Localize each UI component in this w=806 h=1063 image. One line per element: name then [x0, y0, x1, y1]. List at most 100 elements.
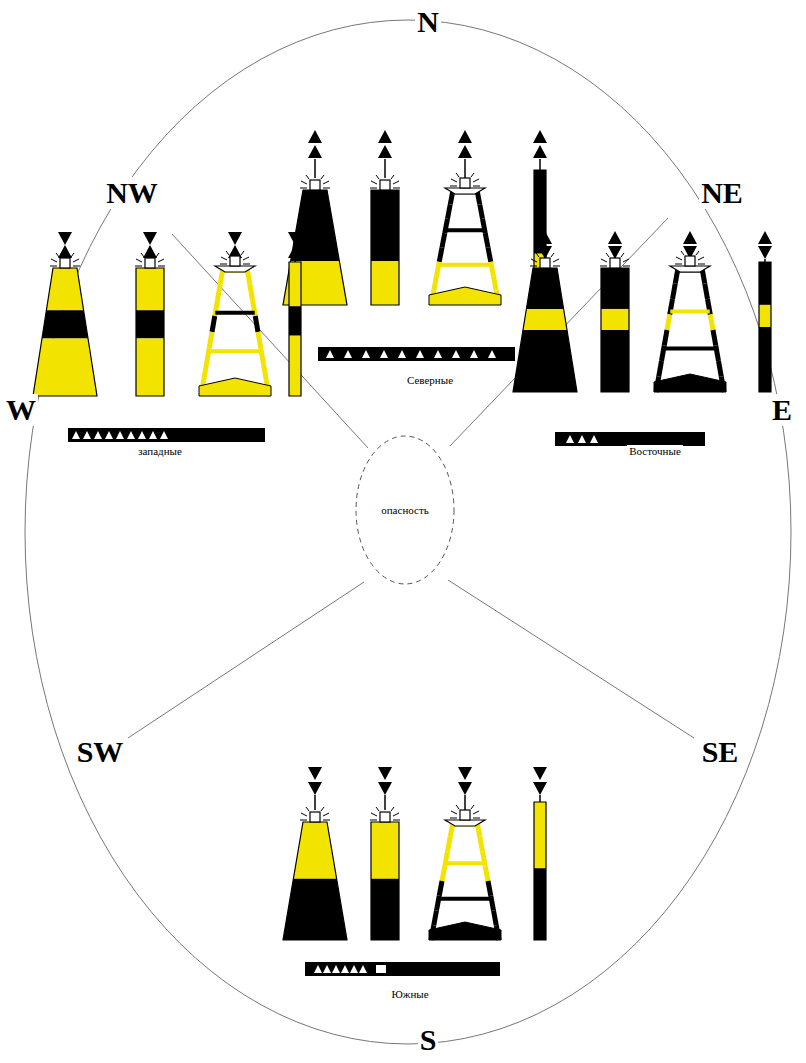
tower-leg: [439, 881, 442, 896]
flash-mark: [116, 431, 124, 439]
pillar-buoy-outline: [136, 268, 164, 396]
tower-leg: [488, 881, 491, 896]
light-ray: [73, 266, 80, 267]
tower-leg: [480, 204, 483, 218]
tower-base: [199, 378, 271, 396]
tower-leg: [209, 332, 212, 348]
pillar-buoy-band: [136, 268, 164, 310]
topmark-pole: [314, 159, 316, 178]
flash-mark: [416, 350, 424, 358]
tower-leg: [494, 911, 497, 926]
tower-leg: [667, 315, 670, 331]
tower-leg: [218, 284, 221, 300]
flash-mark: [566, 435, 574, 443]
lantern: [460, 178, 470, 188]
lantern: [145, 258, 155, 268]
cone-buoy-outline: [33, 268, 97, 396]
topmark-cone: [538, 231, 552, 244]
tower-leg: [485, 866, 488, 881]
tower-leg: [480, 837, 483, 852]
light-ray: [456, 173, 459, 177]
compass-ellipse: [25, 20, 791, 1044]
flash-mark: [105, 431, 113, 439]
light-ray: [221, 257, 227, 260]
flash-mark: [94, 431, 102, 439]
light-ray: [158, 266, 165, 267]
light-ray: [226, 251, 229, 255]
light-ray: [553, 266, 560, 267]
tower-leg: [719, 361, 722, 377]
sector-line: [448, 580, 694, 738]
light-ray: [370, 188, 377, 189]
tower-bar: [670, 309, 709, 313]
tower-leg: [212, 316, 215, 332]
topmark-cone: [533, 130, 547, 143]
pillar-buoy-outline: [601, 268, 629, 392]
tower-leg: [434, 911, 437, 926]
spar-buoy-band: [759, 262, 771, 305]
topmark-cone: [758, 231, 772, 244]
light-ray: [370, 820, 377, 821]
light-ray: [376, 175, 379, 179]
light-ray: [551, 253, 554, 257]
light-ray: [601, 259, 607, 262]
pillar-buoy-band: [601, 330, 629, 392]
cone-buoy-band: [42, 310, 88, 338]
light-ray: [473, 179, 479, 182]
spar-buoy-band: [534, 802, 546, 868]
topmark-pole: [384, 795, 386, 810]
spar-buoy-band: [289, 306, 301, 335]
cone-buoy-outline: [513, 268, 577, 392]
topmark-pole: [384, 159, 386, 178]
topmark-cone: [308, 767, 322, 780]
tower-bar: [439, 897, 492, 901]
buoy: [600, 231, 630, 392]
light-ray: [456, 805, 459, 809]
light-ray: [301, 813, 307, 816]
topmark-cone: [228, 232, 242, 245]
pillar-buoy-outline: [371, 190, 399, 305]
light-ray: [473, 186, 480, 187]
light-ray: [698, 257, 704, 260]
tower-leg: [434, 276, 437, 290]
tower-leg: [664, 330, 667, 346]
lantern: [610, 258, 620, 268]
light-ray: [56, 253, 59, 257]
buoy: [288, 232, 302, 396]
tower-leg: [494, 276, 497, 290]
zone-outline: [356, 436, 454, 584]
flash-mark: [350, 965, 358, 973]
light-ray: [393, 188, 400, 189]
buoy: [758, 231, 772, 392]
buoy: [533, 767, 547, 940]
light-ray: [241, 251, 244, 255]
flash-mark: [590, 435, 598, 443]
light-ray: [698, 264, 705, 265]
cone-buoy-band: [523, 309, 567, 330]
topmark-cone: [458, 767, 472, 780]
light-ray: [300, 820, 307, 821]
spar-buoy-band: [759, 305, 771, 327]
buoy: [199, 232, 271, 396]
flash-mark: [398, 350, 406, 358]
cone-buoy-outline: [283, 822, 347, 940]
topmark-pole: [539, 795, 541, 802]
flash-mark: [326, 350, 334, 358]
flash-mark: [362, 350, 370, 358]
light-ray: [301, 181, 307, 184]
light-ray: [536, 253, 539, 257]
light-ray: [376, 807, 379, 811]
topmark-cone: [458, 145, 472, 158]
topmark-cone: [758, 246, 772, 259]
buoy: [135, 232, 165, 396]
tower-leg: [250, 284, 253, 300]
topmark-pole: [314, 795, 316, 810]
topmark-cone: [308, 145, 322, 158]
caption: западные: [136, 445, 184, 458]
light-ray: [321, 175, 324, 179]
light-ray: [243, 264, 250, 265]
lantern: [230, 256, 240, 266]
topmark-pole: [464, 159, 466, 178]
spar-buoy-band: [534, 868, 546, 940]
